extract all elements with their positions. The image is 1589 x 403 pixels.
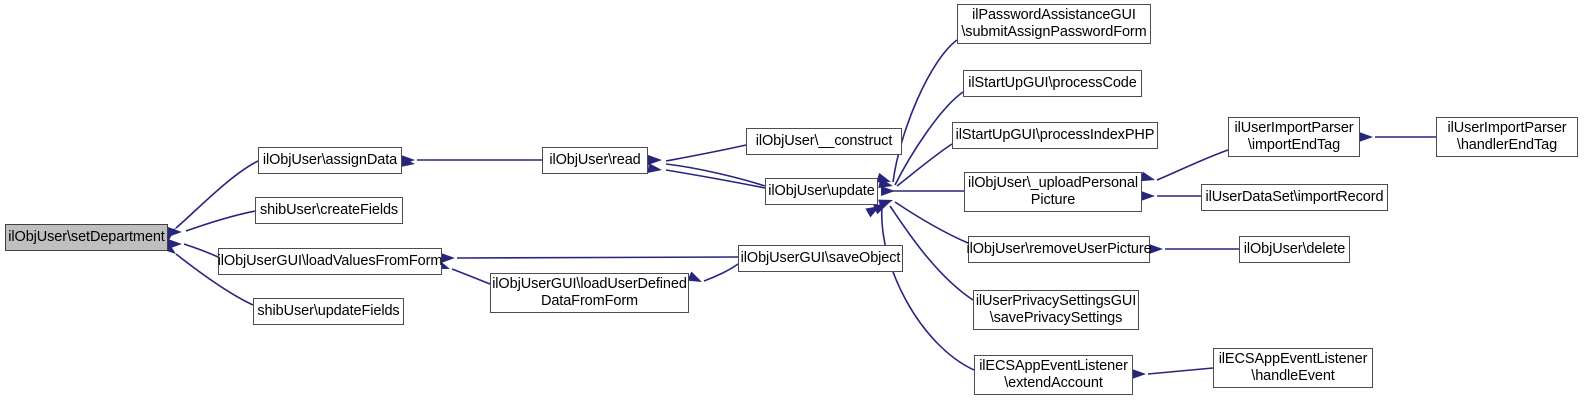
arrowhead-importEndTag-20 xyxy=(1359,132,1373,142)
edge-processCode-to-update xyxy=(894,91,964,186)
arrowhead-read-6 xyxy=(648,155,662,165)
arrowhead-update-16 xyxy=(865,206,880,218)
graph-node-update[interactable]: ilObjUser\update xyxy=(765,178,878,205)
arrowhead-setDepartment-3 xyxy=(161,241,176,254)
edge-assignData-to-setDepartment xyxy=(175,160,259,229)
graph-node-removeUserPicture[interactable]: ilObjUser\removeUserPicture xyxy=(966,236,1152,263)
graph-node-importEndTag[interactable]: ilUserImportParser \importEndTag xyxy=(1228,117,1360,157)
edge-createFields-to-setDepartment xyxy=(185,210,256,232)
edge-processIndexPHP-to-update xyxy=(896,143,953,187)
graph-node-loadValuesFromForm[interactable]: ilObjUserGUI\loadValuesFromForm xyxy=(218,248,442,275)
graph-node-loadUserDefinedData[interactable]: ilObjUserGUI\loadUserDefined DataFromFor… xyxy=(490,273,689,313)
graph-node-extendAccount[interactable]: ilECSAppEventListener \extendAccount xyxy=(974,355,1133,395)
edge-importEndTag-to-uploadPersonalPicture xyxy=(1156,149,1229,181)
graph-node-setDepartment[interactable]: ilObjUser\setDepartment xyxy=(5,224,168,251)
graph-node-uploadPersonalPicture[interactable]: ilObjUser\_uploadPersonal Picture xyxy=(964,172,1142,212)
graph-node-saveObject[interactable]: ilObjUserGUI\saveObject xyxy=(738,245,903,272)
edge-extendAccount-to-update xyxy=(881,205,975,371)
arrowhead-assignData-5 xyxy=(400,157,415,168)
edge-removeUserPicture-to-update xyxy=(894,201,969,244)
graph-node-handleEvent[interactable]: ilECSAppEventListener \handleEvent xyxy=(1213,348,1373,388)
arrowhead-uploadPersonalPicture-18 xyxy=(1141,191,1155,201)
graph-node-handlerEndTag[interactable]: ilUserImportParser \handlerEndTag xyxy=(1436,117,1578,157)
edge-handleEvent-to-extendAccount xyxy=(1147,367,1214,375)
graph-node-construct[interactable]: ilObjUser\__construct xyxy=(746,128,902,155)
graph-node-createFields[interactable]: shibUser\createFields xyxy=(255,197,403,224)
edge-updateFields-to-setDepartment xyxy=(175,253,254,306)
graph-node-assignData[interactable]: ilObjUser\assignData xyxy=(258,147,402,174)
edge-saveObject-to-loadValuesFromForm xyxy=(456,256,739,259)
edge-update-to-read xyxy=(665,169,766,189)
arrowhead-setDepartment-1 xyxy=(168,227,182,237)
arrowhead-update-12 xyxy=(878,178,893,188)
edge-construct-to-read xyxy=(665,144,747,162)
graph-node-delete[interactable]: ilObjUser\delete xyxy=(1239,236,1350,263)
edge-update-to-assignData xyxy=(665,163,766,187)
graph-node-read[interactable]: ilObjUser\read xyxy=(542,147,648,174)
arrowhead-uploadPersonalPicture-17 xyxy=(1140,171,1155,182)
arrowhead-update-13 xyxy=(881,186,895,196)
graph-node-processIndexPHP[interactable]: ilStartUpGUI\processIndexPHP xyxy=(952,122,1158,149)
arrowhead-setDepartment-2 xyxy=(168,239,182,249)
graph-node-submitAssignPasswordForm[interactable]: ilPasswordAssistanceGUI \submitAssignPas… xyxy=(957,4,1151,44)
edge-saveObject-to-loadUserDefinedData xyxy=(703,263,739,282)
edge-loadUserDefinedData-to-loadValuesFromForm xyxy=(451,268,491,285)
arrowhead-update-15 xyxy=(873,204,888,215)
arrowhead-removeUserPicture-19 xyxy=(1149,244,1163,254)
arrowhead-loadValuesFromForm-8 xyxy=(441,253,455,263)
arrowhead-update-11 xyxy=(876,172,891,183)
edge-savePrivacySettings-to-update xyxy=(889,205,974,301)
graph-node-processCode[interactable]: ilStartUpGUI\processCode xyxy=(963,70,1142,97)
arrowhead-loadUserDefinedData-10 xyxy=(687,271,702,282)
graph-node-updateFields[interactable]: shibUser\updateFields xyxy=(253,298,404,325)
arrowhead-read-7 xyxy=(647,163,662,174)
graph-node-importRecord[interactable]: ilUserDataSet\importRecord xyxy=(1201,184,1388,211)
edge-submitAssignPasswordForm-to-update xyxy=(892,39,958,183)
graph-node-savePrivacySettings[interactable]: ilUserPrivacySettingsGUI \savePrivacySet… xyxy=(973,290,1139,330)
arrowhead-extendAccount-21 xyxy=(1132,369,1146,379)
edge-loadValuesFromForm-to-setDepartment xyxy=(183,243,219,258)
